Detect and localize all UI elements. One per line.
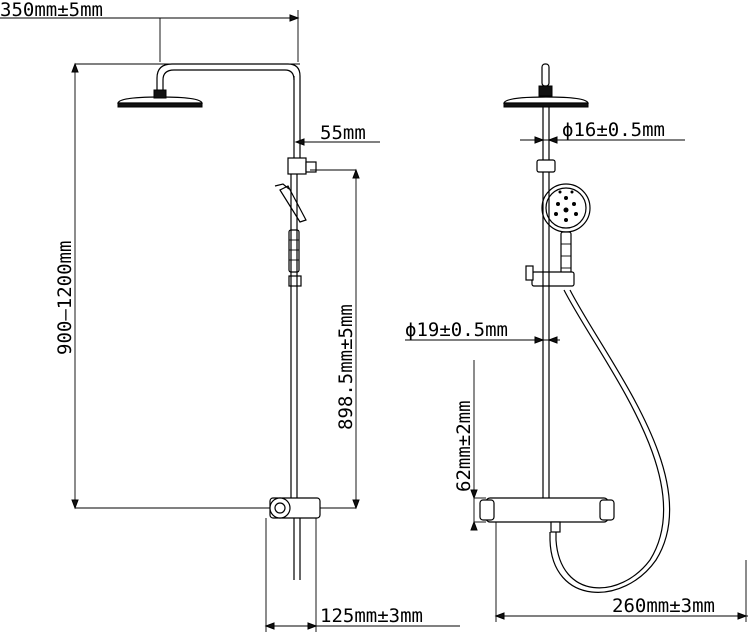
- dim-riser-diameter: ϕ19±0.5mm: [405, 319, 560, 344]
- dim-rail-offset: 55mm: [294, 122, 380, 146]
- label-adjustable-height: 900–1200mm: [54, 241, 76, 355]
- overhead-arm: [156, 63, 301, 90]
- label-valve-width: 260mm±3mm: [612, 595, 715, 617]
- slide-bar: [290, 174, 298, 500]
- rain-shower-head-front: [503, 96, 589, 108]
- side-view: 350mm±5mm 55mm: [0, 0, 460, 632]
- dim-valve-height: 62mm±2mm: [453, 360, 486, 531]
- label-rail-offset: 55mm: [320, 122, 366, 144]
- diverter-collar: [287, 157, 317, 175]
- label-valve-depth: 125mm±3mm: [320, 605, 423, 627]
- front-view: ϕ16±0.5mm: [405, 63, 748, 622]
- thermostatic-valve-side: [269, 497, 321, 580]
- diverter-collar-front: [536, 159, 556, 173]
- dim-top-pipe-diameter: ϕ16±0.5mm: [520, 107, 685, 160]
- label-top-pipe-diameter: ϕ16±0.5mm: [562, 119, 665, 141]
- riser-pipe-upper: [293, 76, 301, 158]
- dim-slide-bar: 898.5mm±5mm: [310, 168, 360, 510]
- label-slide-bar: 898.5mm±5mm: [335, 304, 357, 430]
- dim-overhead-arm: 350mm±5mm: [0, 0, 300, 62]
- riser-pipe-front: [542, 172, 550, 498]
- handheld-shower-head-front: [541, 183, 591, 277]
- rain-shower-head: [117, 89, 203, 108]
- dim-adjustable-height: 900–1200mm: [54, 62, 300, 510]
- label-valve-height: 62mm±2mm: [453, 400, 475, 492]
- label-riser-diameter: ϕ19±0.5mm: [405, 319, 508, 341]
- shower-hose: [549, 289, 671, 593]
- shower-arm-stub: [538, 63, 553, 97]
- dim-valve-depth: 125mm±3mm: [264, 518, 460, 632]
- dim-valve-width: 260mm±3mm: [494, 522, 748, 622]
- thermostatic-valve-front: [479, 497, 615, 533]
- label-overhead-arm: 350mm±5mm: [0, 0, 103, 21]
